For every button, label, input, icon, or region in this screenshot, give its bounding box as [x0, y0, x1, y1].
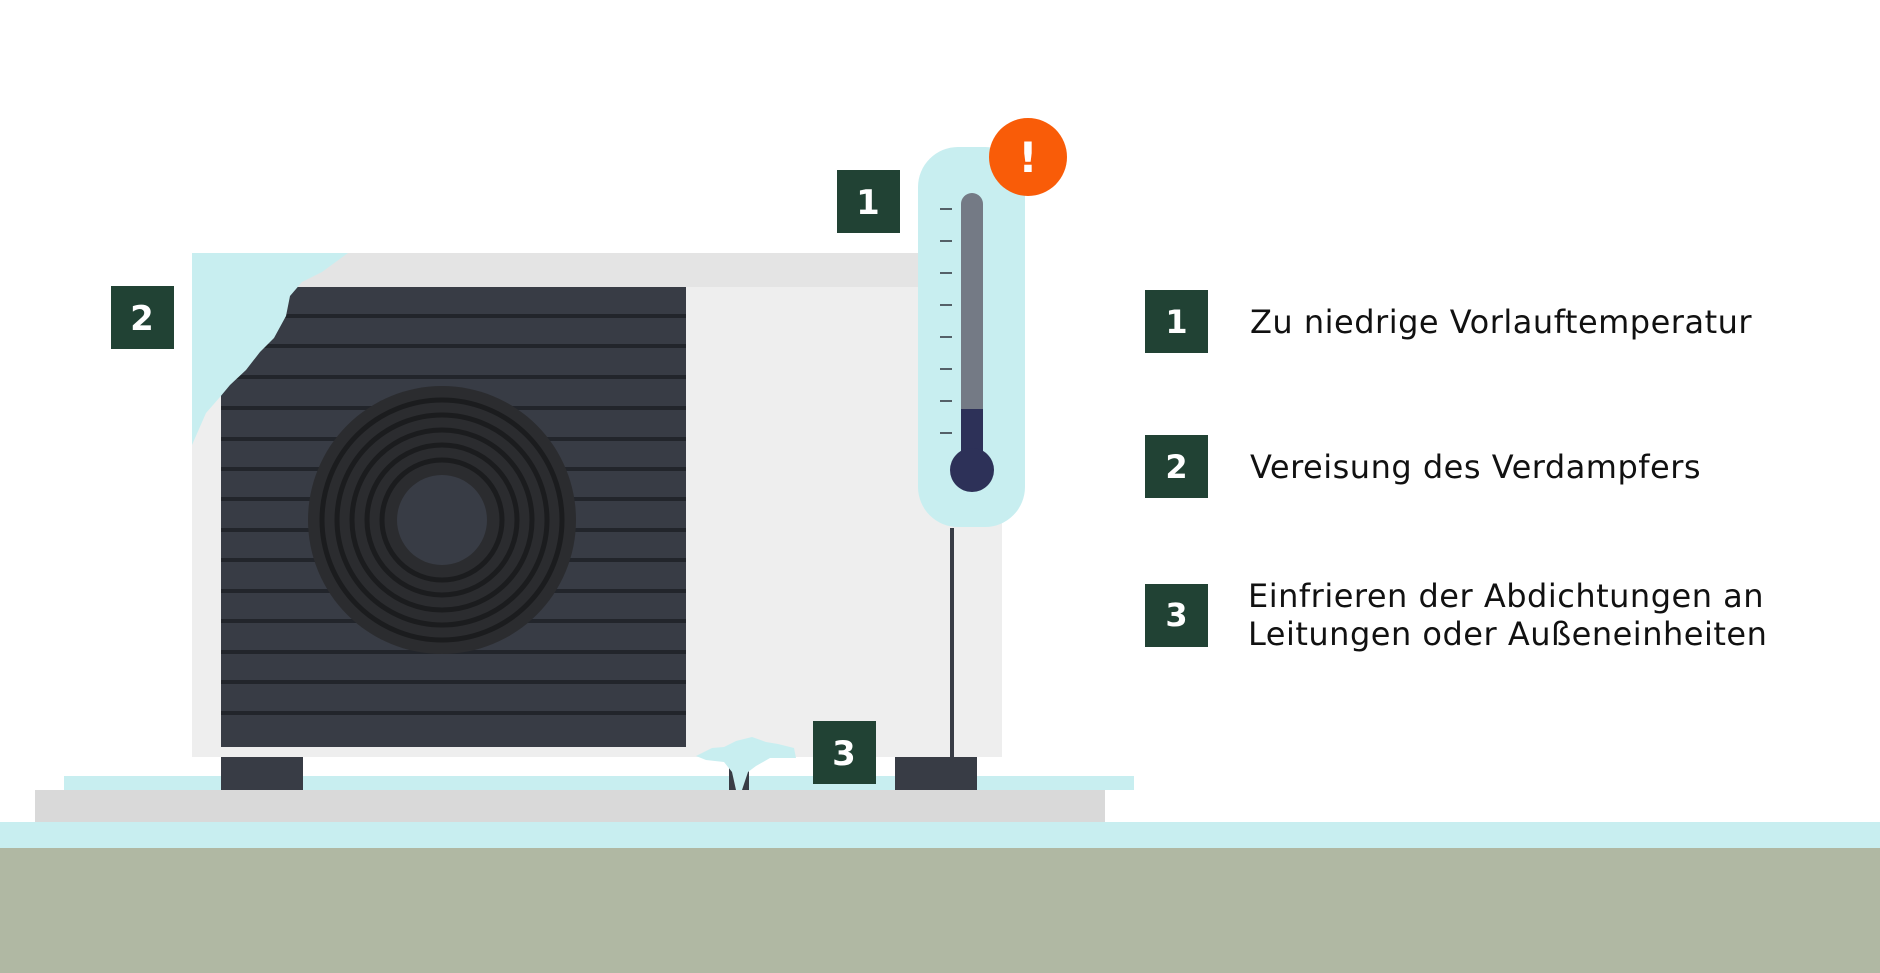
legend-item-3: 3 Einfrieren der Abdichtungen an Leitung…: [1145, 577, 1767, 653]
legend-text-1: Zu niedrige Vorlauftemperatur: [1250, 302, 1753, 341]
fan: [308, 386, 576, 654]
marker-3: 3: [813, 721, 876, 784]
unit-foot-left: [221, 757, 303, 790]
concrete-slab: [35, 790, 1105, 822]
legend-badge-2: 2: [1145, 435, 1208, 498]
alert-badge: !: [989, 118, 1067, 196]
legend-text-2: Vereisung des Verdampfers: [1250, 447, 1702, 486]
evaporator-ice: [192, 253, 348, 445]
legend-item-2: 2 Vereisung des Verdampfers: [1145, 435, 1701, 498]
marker-3-label: 3: [832, 734, 856, 774]
unit-foot-right: [895, 757, 977, 790]
marker-1: 1: [837, 170, 900, 233]
legend-badge-1: 1: [1145, 290, 1208, 353]
frozen-seal: [696, 737, 796, 790]
marker-1-label: 1: [856, 183, 880, 223]
frost-layer: [0, 822, 1880, 848]
marker-2: 2: [111, 286, 174, 349]
legend-badge-3: 3: [1145, 583, 1208, 647]
legend-text-3: Einfrieren der Abdichtungen an Leitungen…: [1248, 577, 1768, 653]
legend-item-1: 1 Zu niedrige Vorlauftemperatur: [1145, 290, 1752, 353]
sensor-pole: [950, 528, 954, 758]
marker-2-label: 2: [130, 299, 154, 339]
ground: [0, 848, 1880, 973]
exclamation-icon: !: [1018, 133, 1037, 182]
alert-circle: [989, 118, 1067, 196]
thermometer: [918, 147, 1025, 527]
